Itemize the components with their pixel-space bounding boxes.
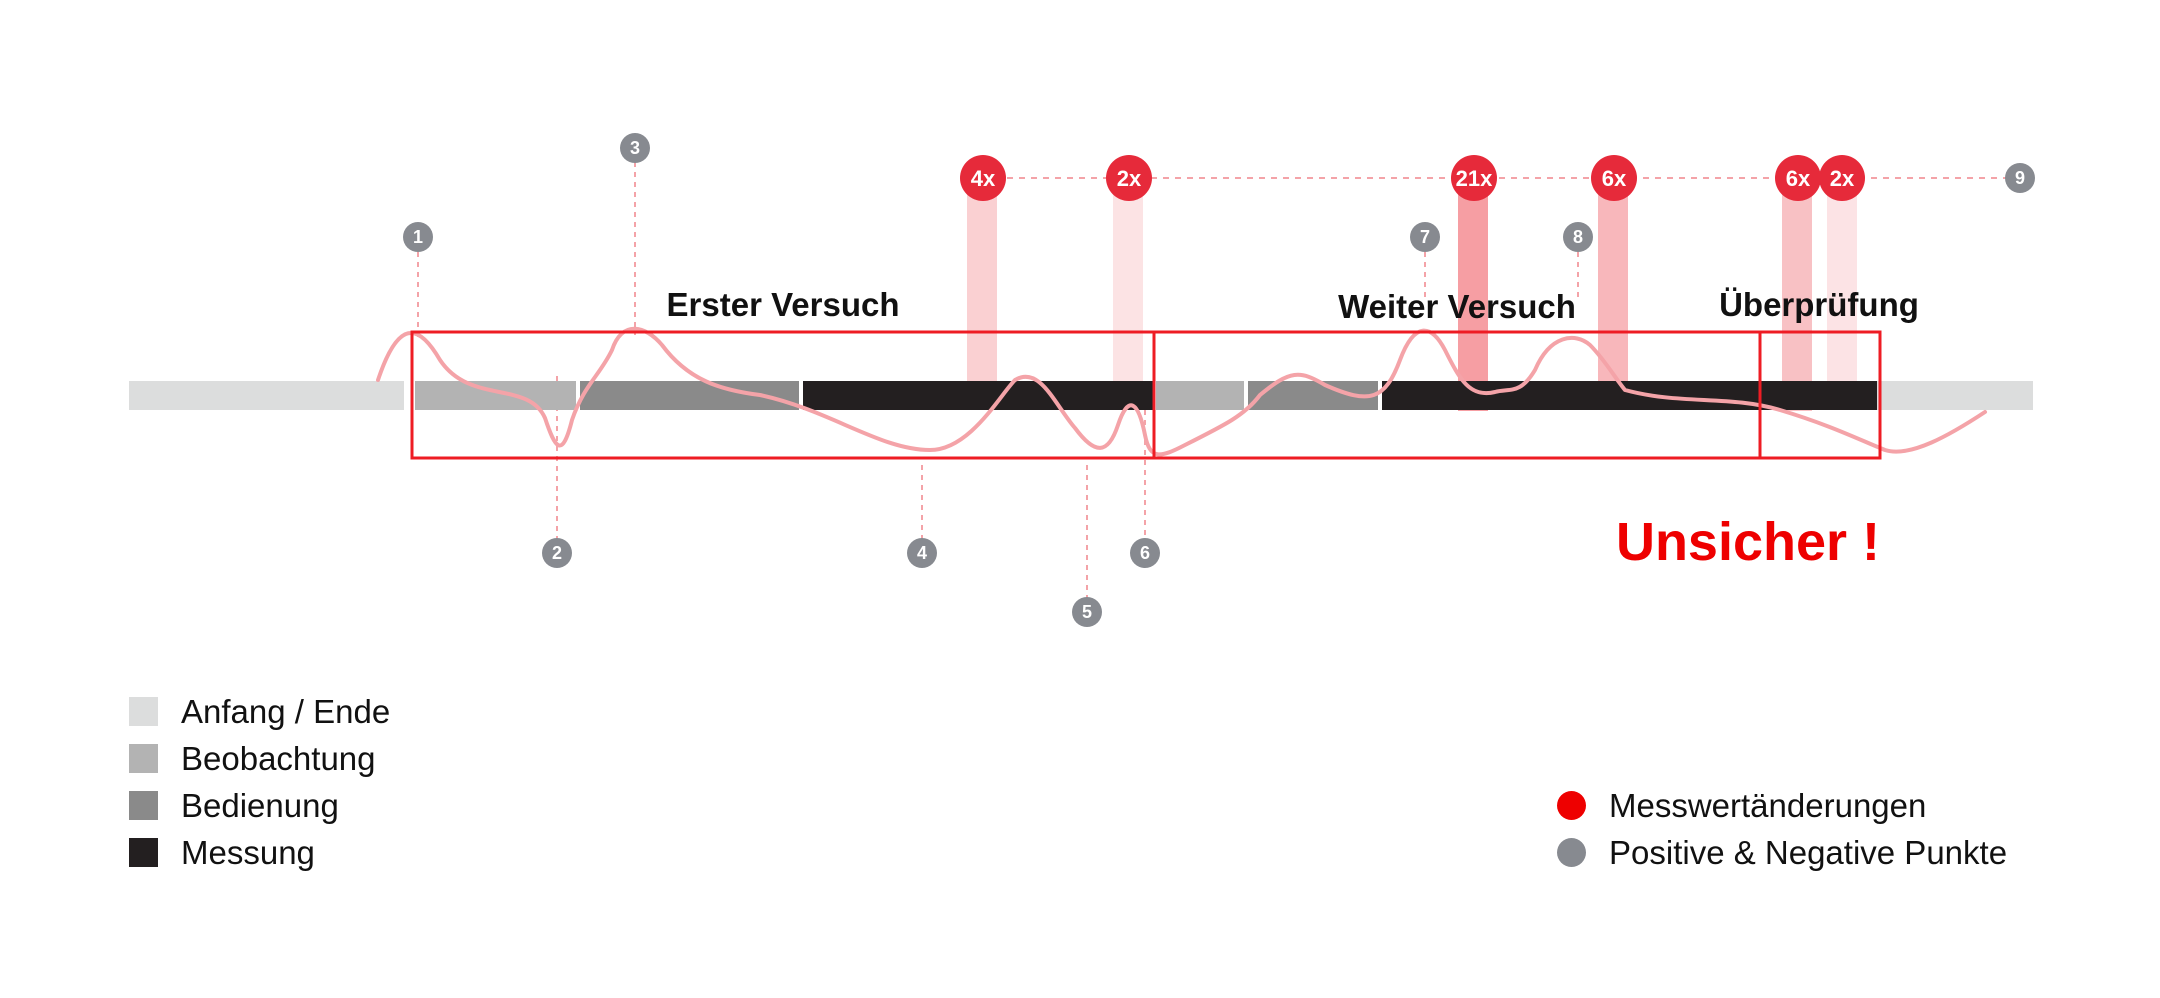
grey-marker-label: 2	[552, 543, 562, 563]
red-dot-icon	[1557, 791, 1586, 820]
experience-curve	[376, 326, 1987, 457]
red-markers: 4x 2x 21x 6x 6x 2x	[960, 155, 1865, 201]
grey-marker	[2005, 163, 2035, 193]
grey-marker-label: 9	[2015, 168, 2025, 188]
change-bar	[1458, 178, 1488, 411]
change-bar	[1827, 178, 1857, 383]
section-box-check	[1758, 330, 1882, 460]
legend-points: Messwertänderungen Positive & Negative P…	[1557, 782, 2007, 876]
legend-item-start-end: Anfang / Ende	[129, 688, 390, 735]
change-bar	[1782, 178, 1812, 411]
phase-observation	[415, 381, 576, 410]
grey-marker	[1410, 222, 1440, 252]
red-marker-label: 6x	[1602, 166, 1627, 191]
legend-label: Bedienung	[181, 786, 339, 824]
swatch-operation	[129, 791, 158, 820]
red-marker	[1106, 155, 1152, 201]
verdict-text: Unsicher !	[1616, 512, 1880, 572]
section-title-first: Erster Versuch	[667, 286, 900, 323]
legend-label: Beobachtung	[181, 739, 376, 777]
red-marker	[1775, 155, 1821, 201]
legend-item-measurement: Messung	[129, 829, 390, 876]
grey-markers: 1 2 3 4 5 6 7 8 9	[403, 133, 2035, 627]
legend-label: Messwertänderungen	[1609, 786, 1927, 824]
swatch-measurement	[129, 838, 158, 867]
grey-dot-icon	[1557, 838, 1586, 867]
change-bar	[967, 178, 997, 383]
legend-label: Messung	[181, 833, 315, 871]
red-marker-label: 4x	[971, 166, 996, 191]
grey-marker-label: 4	[917, 543, 927, 563]
grey-marker	[907, 538, 937, 568]
change-bar	[1598, 178, 1628, 383]
red-marker	[1819, 155, 1865, 201]
red-marker-label: 2x	[1830, 166, 1855, 191]
grey-marker-label: 3	[630, 138, 640, 158]
red-marker-label: 21x	[1456, 166, 1493, 191]
grey-marker-label: 5	[1082, 602, 1092, 622]
grey-marker	[403, 222, 433, 252]
legend-item-pos-neg-points: Positive & Negative Punkte	[1557, 829, 2007, 876]
phase-measurement	[803, 381, 1155, 410]
section-titles: Erster Versuch Weiter Versuch Überprüfun…	[667, 286, 1919, 325]
change-bars	[967, 178, 1857, 411]
red-marker	[1451, 155, 1497, 201]
grey-marker	[542, 538, 572, 568]
legend-label: Anfang / Ende	[181, 692, 391, 730]
red-marker-label: 6x	[1786, 166, 1811, 191]
change-bar	[1113, 178, 1143, 383]
red-marker	[1591, 155, 1637, 201]
grey-marker-label: 7	[1420, 227, 1430, 247]
red-marker	[960, 155, 1006, 201]
legend-item-observation: Beobachtung	[129, 735, 390, 782]
phase-start	[129, 381, 404, 410]
phase-end	[1877, 381, 2033, 410]
section-title-check: Überprüfung	[1719, 286, 1919, 323]
grey-marker	[1130, 538, 1160, 568]
legend-item-value-changes: Messwertänderungen	[1557, 782, 2007, 829]
phase-measurement	[1382, 381, 1877, 410]
legend-label: Positive & Negative Punkte	[1609, 833, 2008, 871]
phase-observation	[1156, 381, 1244, 410]
legend-phases: Anfang / Ende Beobachtung Bedienung Mess…	[129, 688, 390, 876]
grey-marker-label: 8	[1573, 227, 1583, 247]
grey-marker	[1563, 222, 1593, 252]
section-title-further: Weiter Versuch	[1338, 288, 1576, 325]
grey-marker-label: 1	[413, 227, 423, 247]
red-marker-label: 2x	[1117, 166, 1142, 191]
legend-item-operation: Bedienung	[129, 782, 390, 829]
grey-marker-label: 6	[1140, 543, 1150, 563]
section-boxes	[410, 330, 1882, 460]
grey-marker	[620, 133, 650, 163]
grey-marker	[1072, 597, 1102, 627]
swatch-start-end	[129, 697, 158, 726]
phase-bar	[129, 381, 2033, 410]
swatch-observation	[129, 744, 158, 773]
